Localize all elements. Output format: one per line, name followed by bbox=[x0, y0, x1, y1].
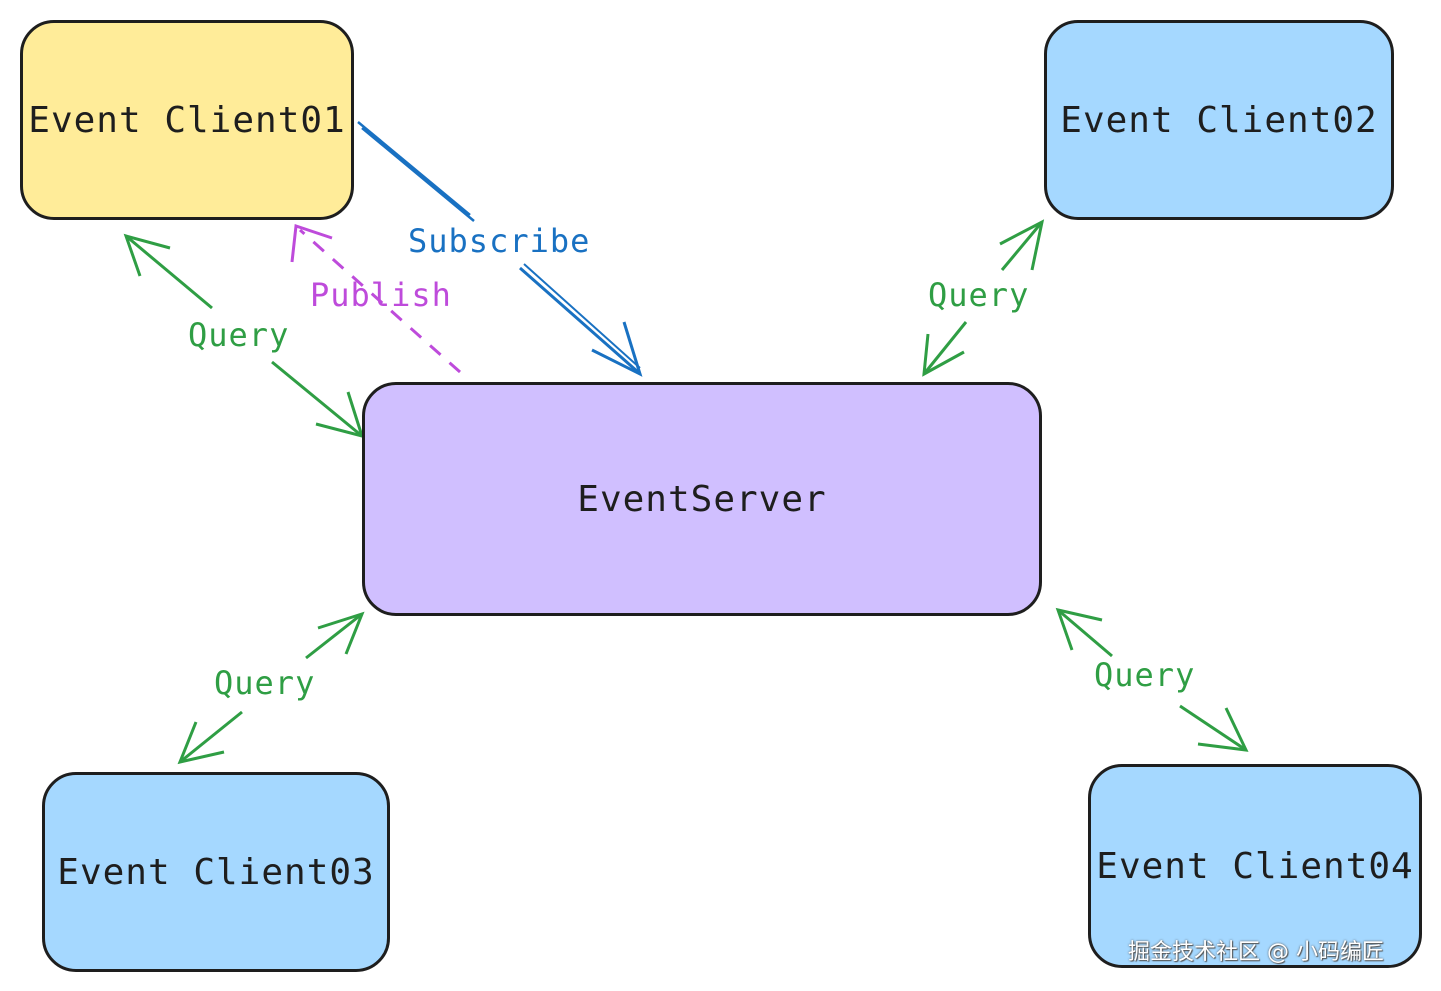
event-client02-label: Event Client02 bbox=[1060, 99, 1378, 141]
event-server-label: EventServer bbox=[577, 478, 827, 520]
query-edge-label-4: Query bbox=[1094, 656, 1196, 694]
publish-edge-label: Publish bbox=[310, 276, 452, 314]
watermark-text: 掘金技术社区 @ 小码编匠 bbox=[1128, 940, 1384, 965]
event-client03-node: Event Client03 bbox=[42, 772, 390, 972]
event-client04-label: Event Client04 bbox=[1096, 845, 1414, 887]
query-edge-label-1: Query bbox=[188, 316, 290, 354]
event-client03-label: Event Client03 bbox=[57, 851, 375, 893]
query-arrow-3 bbox=[177, 611, 365, 765]
event-client01-label: Event Client01 bbox=[28, 99, 346, 141]
event-server-node: EventServer bbox=[362, 382, 1042, 616]
subscribe-edge-label: Subscribe bbox=[408, 222, 591, 260]
event-client04-node: Event Client04 bbox=[1088, 764, 1422, 968]
event-client01-node: Event Client01 bbox=[20, 20, 354, 220]
publish-arrow bbox=[290, 223, 461, 374]
query-edge-label-2: Query bbox=[928, 276, 1030, 314]
query-arrow-4 bbox=[1055, 607, 1249, 752]
event-client02-node: Event Client02 bbox=[1044, 20, 1394, 220]
query-arrow-2 bbox=[922, 219, 1045, 377]
query-edge-label-3: Query bbox=[214, 664, 316, 702]
subscribe-arrow bbox=[357, 121, 643, 377]
